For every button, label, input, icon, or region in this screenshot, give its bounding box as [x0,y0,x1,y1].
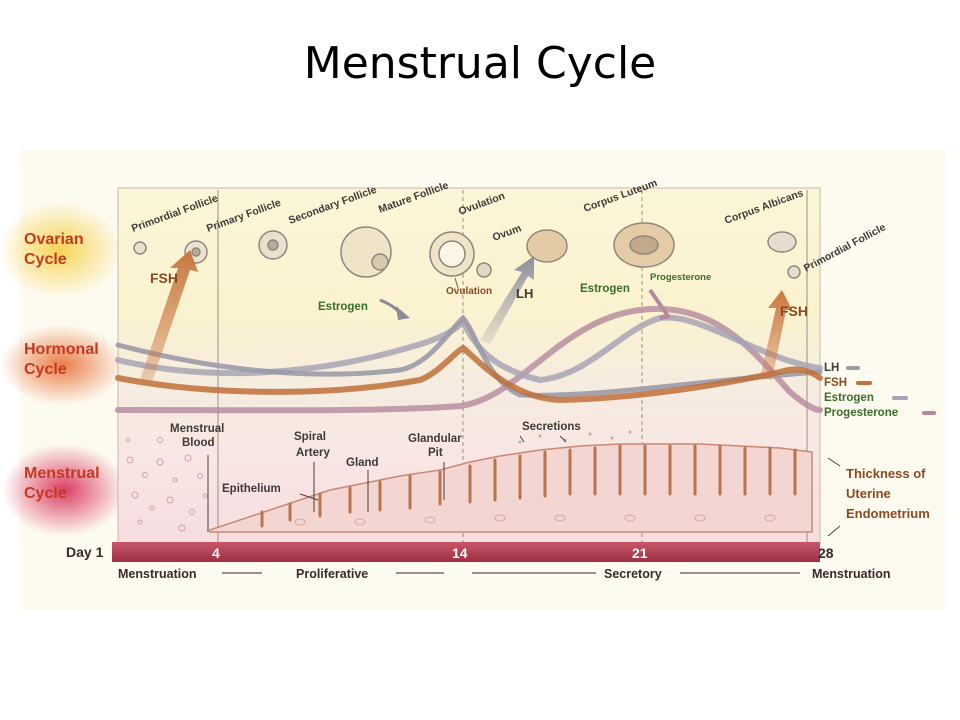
ovarian-label-line2: Cycle [24,251,67,268]
estrogen-curve [115,314,823,384]
endometrium [125,430,813,533]
progesterone-curve [115,305,823,414]
menstrual-blood-label-2: Blood [182,437,215,449]
hormonal-glow [0,325,124,405]
spiral-artery-label-1: Spiral [294,431,326,443]
progesterone-label: Progesterone [650,272,711,283]
lh-label: LH [516,286,533,301]
hormone-arrows [140,250,792,382]
secretions-label: Secretions [522,421,581,433]
fsh-arrow-left [140,250,198,382]
ovulation-mid-label: Ovulation [446,286,492,297]
legend-lh: LH [824,362,839,374]
day-14-label: 14 [452,545,468,561]
estrogen-label-1: Estrogen [318,301,368,313]
menstrual-label-line1: Menstrual [24,465,100,482]
phase-proliferative: Proliferative [296,567,368,581]
thickness-label-1: Thickness of [846,466,926,481]
legend-progesterone: Progesterone [824,407,898,419]
lh-arrow [480,256,534,344]
phase-menstruation-right: Menstruation [812,567,890,581]
day-21-label: 21 [632,545,648,561]
ovum [476,262,492,278]
menstrual-glow [2,444,126,536]
fsh-label-left: FSH [150,270,178,286]
epithelium-label: Epithelium [222,483,281,495]
day-label: Day 1 [66,544,104,560]
glandular-pit-label-2: Pit [428,447,443,459]
legend-estrogen: Estrogen [824,392,874,404]
menstrual-blood-label-1: Menstrual [170,423,224,435]
day-bar [112,542,820,562]
phase-menstruation-left: Menstruation [118,567,196,581]
corpus-albicans [767,231,797,253]
primordial-follicle-left [133,241,147,255]
estrogen-label-2: Estrogen [580,283,630,295]
gland-label: Gland [346,457,379,469]
thickness-label-3: Endometrium [846,506,930,521]
fsh-label-right: FSH [780,303,808,319]
ovarian-glow [0,202,122,298]
hormonal-label-line2: Cycle [24,361,67,378]
phase-secretory: Secretory [604,567,662,581]
endometrium-layer [209,443,813,533]
legend-fsh: FSH [824,377,847,389]
corpus-luteum-early [526,229,568,263]
fsh-arrow-right [760,290,792,380]
day-28-label: 28 [818,545,834,561]
primordial-follicle-right [787,265,801,279]
lh-curve [115,314,823,398]
slide-title: Menstrual Cycle [303,38,657,89]
day-4-label: 4 [212,545,220,561]
glandular-pit-label-1: Glandular [408,433,462,445]
ovarian-label-line1: Ovarian [24,231,84,248]
thickness-label-2: Uterine [846,486,891,501]
hormonal-label-line1: Hormonal [24,341,99,358]
progesterone-pointer [648,288,672,320]
spiral-artery-label-2: Artery [296,447,330,459]
menstrual-label-line2: Cycle [24,485,67,502]
hormone-legend: LH FSH Estrogen Progesterone [824,362,936,419]
